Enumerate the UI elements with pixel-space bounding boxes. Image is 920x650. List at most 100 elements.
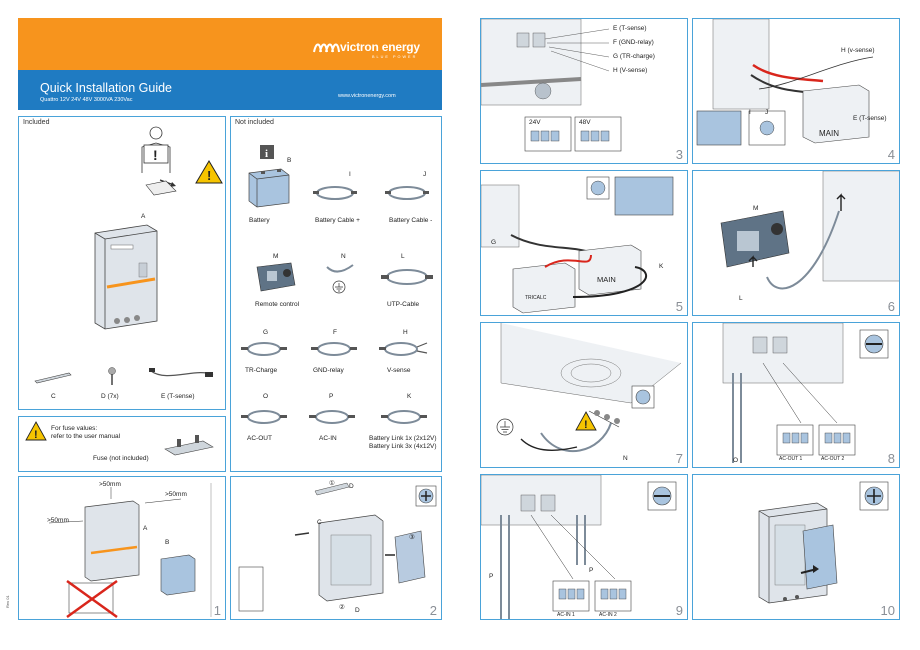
step2-wall-mount-illustration (238, 482, 426, 612)
battery-link-label-1: Battery Link 1x (2x12V) (369, 435, 437, 442)
item-k-letter: K (407, 393, 412, 400)
battery-cable-minus-illustration (385, 186, 429, 200)
step5-tricalc-label: TRICALC (525, 295, 547, 301)
step8-ac-out-1: AC-OUT 1 (779, 456, 803, 462)
item-o-letter: O (263, 393, 269, 400)
bracket-c-illustration (34, 372, 72, 384)
step8-panel: O AC-OUT 1 AC-OUT 2 8 (692, 322, 900, 468)
step1-b-letter: B (165, 539, 170, 546)
step2-d-letter: D (349, 483, 354, 490)
step4-i-letter: I (749, 109, 751, 116)
ground-cable-illustration (326, 264, 354, 294)
step-number: 7 (675, 451, 683, 466)
item-i-letter: I (349, 171, 351, 178)
step3-48v-label: 48V (579, 119, 591, 126)
ac-out-cable-illustration (241, 410, 287, 424)
svg-text:i: i (265, 148, 268, 160)
not-included-title: Not included (235, 119, 274, 126)
step-number: 8 (887, 451, 895, 466)
step-number: 5 (675, 299, 683, 314)
item-b-letter: B (287, 157, 292, 164)
warning-icon: ! (25, 421, 47, 441)
phillips-screwdriver-icon (631, 385, 655, 409)
step4-panel: H (v-sense) I J E (T-sense) MAIN 4 (692, 18, 900, 164)
step4-j-letter: J (765, 109, 769, 116)
revision-note: Rev 01 (5, 595, 10, 608)
step-number: 10 (880, 603, 895, 618)
gnd-relay-cable-illustration (311, 342, 357, 356)
included-panel: Included ! ! A C D (7x) E (T-sense) (18, 116, 226, 410)
item-e-label: E (T-sense) (161, 393, 195, 400)
step4-main-label: MAIN (819, 129, 839, 138)
step5-battery-connection-illustration (481, 176, 674, 314)
ac-in-label: AC-IN (319, 435, 337, 442)
step6-l-letter: L (739, 295, 743, 302)
fuse-panel: ! For fuse values: refer to the user man… (18, 416, 226, 472)
step3-sense-terminals-illustration (481, 19, 622, 152)
battery-link-label-2: Battery Link 3x (4x12V) (369, 443, 437, 450)
utp-cable-label: UTP-Cable (387, 301, 420, 308)
step2-marker-2: ② (339, 604, 345, 611)
step1-panel: >50mm >50mm >50mm A B 1 (18, 476, 226, 620)
step9-panel: P P AC-IN 1 AC-IN 2 9 (480, 474, 688, 620)
page-subtitle: Quattro 12V 24V 48V 3000VA 230Vac (40, 97, 133, 103)
fuse-note-line1: For fuse values: (51, 425, 98, 432)
brand-subtitle: BLUE POWER (372, 55, 418, 59)
step2-panel: C D D ① ② ③ 2 (230, 476, 442, 620)
t-sense-cable-illustration (149, 368, 214, 377)
fuse-note-line2: refer to the user manual (51, 433, 121, 440)
step3-h-vsense: H (V-sense) (613, 67, 648, 74)
warning-icon: ! (195, 160, 223, 184)
battery-cable-plus-label: Battery Cable + (315, 217, 360, 224)
step9-ac-in-1: AC-IN 1 (557, 612, 575, 618)
battery-label: Battery (249, 217, 270, 224)
step3-panel: E (T-sense) F (GND-relay) G (TR-charge) … (480, 18, 688, 164)
step-number: 3 (675, 147, 683, 162)
website-link[interactable]: www.victronenergy.com (338, 93, 396, 99)
remote-control-illustration (256, 262, 296, 292)
step8-ac-out-illustration (722, 323, 856, 463)
step6-m-letter: M (753, 205, 759, 212)
svg-text:!: ! (153, 147, 158, 163)
step9-p-letter-right: P (589, 567, 594, 574)
info-icon: i (260, 145, 274, 160)
utp-cable-illustration (381, 269, 433, 285)
step7-panel: ! N 7 (480, 322, 688, 468)
item-j-letter: J (423, 171, 427, 178)
step-number: 6 (887, 299, 895, 314)
step2-d-letter-bottom: D (355, 607, 360, 614)
step2-c-letter: C (317, 519, 322, 526)
step5-panel: G K MAIN TRICALC 5 (480, 170, 688, 316)
battery-link-illustration (381, 410, 427, 424)
page-title: Quick Installation Guide (40, 81, 173, 95)
step9-p-letter-left: P (489, 573, 494, 580)
item-h-letter: H (403, 329, 408, 336)
step1-mounting-clearance-illustration (48, 483, 212, 619)
ac-in-cable-illustration (309, 410, 355, 424)
item-a-letter: A (141, 213, 146, 220)
fuse-illustration (164, 435, 214, 456)
step4-e-tsense: E (T-sense) (853, 115, 887, 122)
flat-screwdriver-icon (859, 329, 889, 359)
step1-clearance-left: >50mm (47, 517, 69, 524)
step2-marker-3: ③ (409, 534, 415, 541)
step1-clearance-top: >50mm (99, 481, 121, 488)
phillips-screwdriver-icon (415, 485, 437, 507)
item-m-letter: M (273, 253, 279, 260)
screw-d-illustration (108, 367, 116, 385)
item-p-letter: P (329, 393, 334, 400)
item-f-letter: F (333, 329, 337, 336)
item-g-letter: G (263, 329, 269, 336)
step-number: 1 (213, 603, 221, 618)
gnd-relay-label: GND-relay (313, 367, 344, 374)
step8-ac-out-2: AC-OUT 2 (821, 456, 845, 462)
step6-remote-connection-illustration (720, 171, 899, 290)
battery-cable-minus-label: Battery Cable - (389, 217, 433, 224)
svg-text:!: ! (34, 429, 38, 441)
item-n-letter: N (341, 253, 346, 260)
phillips-screwdriver-icon (859, 481, 889, 511)
item-l-letter: L (401, 253, 405, 260)
warning-icon: ! (575, 411, 597, 431)
flat-screwdriver-icon (647, 481, 677, 511)
header-blue-band (18, 70, 442, 110)
